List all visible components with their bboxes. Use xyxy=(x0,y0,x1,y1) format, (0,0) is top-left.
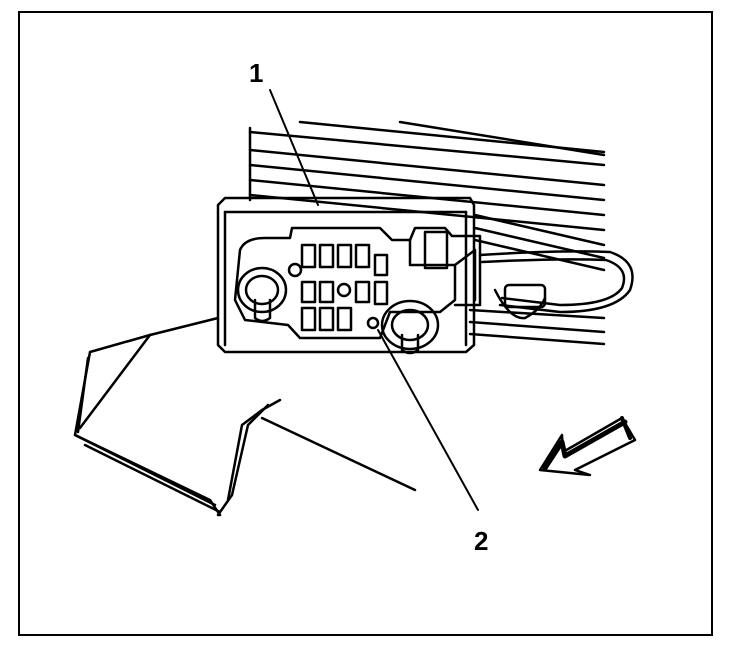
callout-1: 1 xyxy=(249,58,263,88)
trim-panel xyxy=(73,316,417,517)
callout-2: 2 xyxy=(474,526,488,556)
module-bracket xyxy=(216,196,482,355)
ribbed-panel xyxy=(248,120,606,346)
leader-lines xyxy=(269,89,479,511)
illustration-frame xyxy=(18,11,713,636)
direction-arrow-icon xyxy=(538,416,637,477)
wire-harness xyxy=(478,250,634,320)
fastener-hole xyxy=(366,316,380,330)
